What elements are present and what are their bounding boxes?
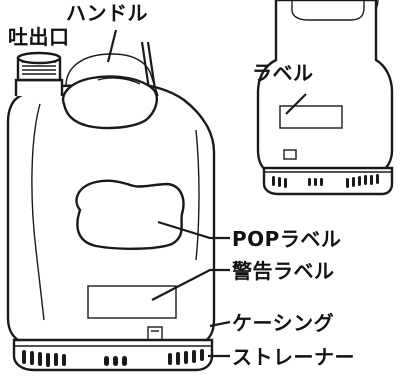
label-label: ラベル [252, 61, 314, 85]
outlet-nozzle [14, 51, 64, 96]
handle [61, 53, 159, 130]
leader-lines [106, 29, 307, 358]
back-switch [283, 149, 297, 160]
outlet-label: 吐出口 [8, 25, 70, 49]
strainer-label: ストレーナー [232, 345, 355, 369]
strainer-base [12, 338, 214, 372]
back-label-plate [279, 105, 343, 129]
pop-label-plate [75, 179, 185, 250]
front-strainer-slots [22, 349, 204, 367]
warning-label-plate [87, 285, 177, 319]
handle-label: ハンドル [66, 1, 148, 25]
pump-back-view [256, 0, 394, 196]
back-strainer-slots [272, 174, 379, 188]
warning-label-label: 警告ラベル [232, 259, 335, 283]
pop-label-label: POPラベル [232, 227, 341, 251]
pump-front-view [6, 41, 216, 372]
casing-label: ケーシング [232, 311, 334, 335]
